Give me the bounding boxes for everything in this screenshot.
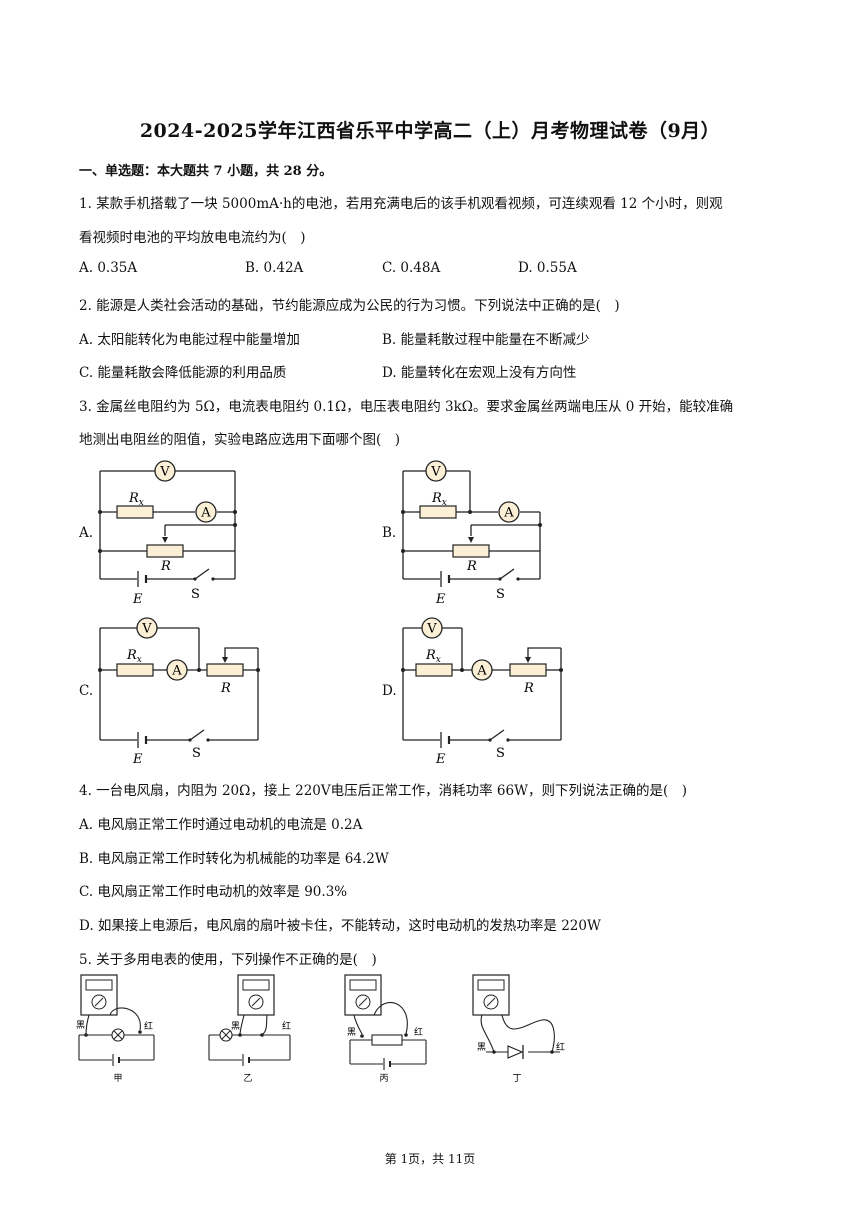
q5-stem: 5. 关于多用电表的使用，下列操作不正确的是( ) xyxy=(79,952,377,968)
battery-label: E xyxy=(132,752,143,766)
q4-option-c: C. 电风扇正常工作时电动机的效率是 90.3% xyxy=(79,884,348,900)
caption-bing: 丙 xyxy=(379,1073,388,1084)
rheostat-label: R xyxy=(466,559,477,574)
circuit-b: V A Rx R E S xyxy=(401,460,542,605)
rheostat-label: R xyxy=(220,681,231,696)
section-heading: 一、单选题：本大题共 7 小题，共 28 分。 xyxy=(79,164,333,179)
q1-option-b: B. 0.42A xyxy=(245,260,304,276)
switch-label: S xyxy=(496,587,505,602)
q3-figure-c-label: C. xyxy=(79,683,94,699)
battery-label: E xyxy=(435,592,446,605)
battery-label: E xyxy=(132,592,143,605)
page-title: 2024-2025学年江西省乐平中学高二（上）月考物理试卷（9月） xyxy=(139,120,721,142)
q1-stem-line2: 看视频时电池的平均放电电流约为( ) xyxy=(79,230,306,246)
switch-label: S xyxy=(192,746,201,761)
multimeter-figure-jia: 黑 红 甲 xyxy=(76,974,155,1084)
multimeter-figure-bing: 黑 红 丙 xyxy=(344,974,427,1084)
multimeter-figure-ding: 黑 红 丁 xyxy=(472,974,565,1084)
red-probe-label: 红 xyxy=(144,1020,153,1032)
resistor-x-label: Rx xyxy=(431,491,447,508)
q1-stem-line1: 1. 某款手机搭载了一块 5000mA·h的电池，若用充满电后的该手机观看视频，… xyxy=(79,196,723,212)
rheostat-label: R xyxy=(160,559,171,574)
black-probe-label: 黑 xyxy=(76,1020,85,1031)
caption-ding: 丁 xyxy=(512,1074,521,1084)
black-probe-label: 黑 xyxy=(477,1042,486,1053)
q3-stem-line1: 3. 金属丝电阻约为 5Ω，电流表电阻约 0.1Ω，电压表电阻约 3kΩ。要求金… xyxy=(79,399,734,415)
q1-option-a: A. 0.35A xyxy=(79,260,138,276)
q2-option-a: A. 太阳能转化为电能过程中能量增加 xyxy=(79,332,300,348)
q1-option-c: C. 0.48A xyxy=(382,260,441,276)
black-probe-label: 黑 xyxy=(347,1027,356,1038)
circuit-a: V A Rx R E S xyxy=(98,460,237,605)
q2-option-d: D. 能量转化在宏观上没有方向性 xyxy=(382,365,577,381)
rheostat-label: R xyxy=(523,681,534,696)
q2-option-b: B. 能量耗散过程中能量在不断减少 xyxy=(382,332,590,348)
voltmeter-label: V xyxy=(159,465,170,480)
red-probe-label: 红 xyxy=(556,1041,565,1053)
ammeter-label: A xyxy=(476,664,487,679)
resistor-x-label: Rx xyxy=(128,491,144,508)
q3-figure-d-label: D. xyxy=(382,683,397,699)
resistor-x-label: Rx xyxy=(425,648,441,665)
q2-option-c: C. 能量耗散会降低能源的利用品质 xyxy=(79,365,287,381)
q2-stem: 2. 能源是人类社会活动的基础，节约能源应成为公民的行为习惯。下列说法中正确的是… xyxy=(79,298,620,314)
resistor-x-label: Rx xyxy=(126,648,142,665)
black-probe-label: 黑 xyxy=(231,1021,240,1032)
multimeter-figure-yi: 黑 红 乙 xyxy=(208,974,291,1084)
q4-option-d: D. 如果接上电源后，电风扇的扇叶被卡住，不能转动，这时电动机的发热功率是 22… xyxy=(79,918,601,934)
q3-figure-a-label: A. xyxy=(79,525,94,541)
switch-label: S xyxy=(496,746,505,761)
red-probe-label: 红 xyxy=(282,1020,291,1032)
q4-option-a: A. 电风扇正常工作时通过电动机的电流是 0.2A xyxy=(79,817,363,833)
q3-stem-line2: 地测出电阻丝的阻值，实验电路应选用下面哪个图( ) xyxy=(79,432,401,448)
red-probe-label: 红 xyxy=(414,1026,423,1038)
voltmeter-label: V xyxy=(141,622,152,637)
q4-option-b: B. 电风扇正常工作时转化为机械能的功率是 64.2W xyxy=(79,851,389,867)
q4-stem: 4. 一台电风扇，内阻为 20Ω，接上 220V电压后正常工作，消耗功率 66W… xyxy=(79,783,688,799)
switch-label: S xyxy=(191,587,200,602)
circuit-d: V A Rx R E S xyxy=(401,617,563,766)
battery-label: E xyxy=(435,752,446,766)
ammeter-label: A xyxy=(503,506,514,521)
page-footer: 第 1页，共 11页 xyxy=(384,1152,476,1166)
caption-yi: 乙 xyxy=(243,1073,252,1084)
ammeter-label: A xyxy=(200,506,211,521)
circuit-c: V A Rx R E S xyxy=(98,617,260,766)
q3-figure-b-label: B. xyxy=(382,525,397,541)
q1-option-d: D. 0.55A xyxy=(518,260,577,276)
voltmeter-label: V xyxy=(426,622,437,637)
voltmeter-label: V xyxy=(430,465,441,480)
caption-jia: 甲 xyxy=(113,1073,122,1084)
ammeter-label: A xyxy=(171,664,182,679)
